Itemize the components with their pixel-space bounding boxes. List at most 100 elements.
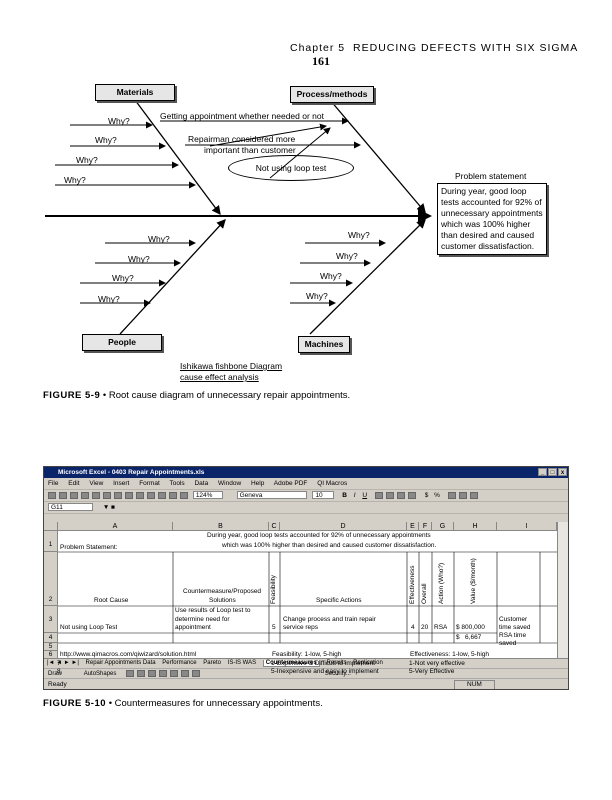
open-icon[interactable] [59, 491, 67, 499]
menu-insert[interactable]: Insert [113, 480, 130, 487]
underline-icon[interactable]: U [362, 492, 368, 499]
name-box[interactable]: G11 [48, 503, 93, 512]
zoom-select[interactable]: 124% [192, 491, 223, 500]
cell-overall-header[interactable]: Overall [421, 583, 428, 604]
tab-pareto[interactable]: Pareto [203, 660, 221, 666]
textbox-icon[interactable] [170, 669, 179, 677]
column-header[interactable]: C [269, 522, 280, 531]
align-center-icon[interactable] [385, 491, 394, 499]
tab-countermeasures[interactable]: Countermeasures [262, 660, 320, 667]
column-header[interactable]: G [432, 522, 454, 531]
menu-adobe-pdf[interactable]: Adobe PDF [273, 480, 308, 487]
fill-color-icon[interactable] [458, 491, 467, 499]
cell-problem-line2[interactable]: which was 100% higher than desired and c… [222, 542, 437, 549]
undo-icon[interactable] [147, 491, 155, 499]
cell-problem-statement-label[interactable]: Problem Statement: [60, 544, 118, 551]
column-header[interactable]: A [58, 522, 173, 531]
align-left-icon[interactable] [374, 491, 383, 499]
currency-icon[interactable]: $ [424, 492, 429, 499]
font-size-select[interactable]: 10 [312, 491, 335, 500]
tab-nav-icon[interactable]: |◄ ◄ ► ►| [47, 660, 79, 666]
cell-overall-value[interactable]: 20 [421, 624, 429, 631]
paste-icon[interactable] [136, 491, 144, 499]
cell-countermeasure-line2[interactable]: determine need for [175, 616, 230, 623]
menu-tools[interactable]: Tools [169, 480, 185, 487]
wordart-icon[interactable] [181, 669, 190, 677]
column-header[interactable]: H [454, 522, 497, 531]
column-header[interactable]: E [407, 522, 419, 531]
cell-effectiveness-value[interactable]: 4 [411, 624, 415, 631]
cell-action-who-header[interactable]: Action (Who?) [438, 562, 445, 604]
tab-performance[interactable]: Performance [162, 660, 197, 666]
save-icon[interactable] [70, 491, 78, 499]
cell-solutions-header[interactable]: Solutions [209, 597, 236, 604]
column-header[interactable]: B [173, 522, 269, 531]
column-header[interactable]: F [419, 522, 432, 531]
sort-icon[interactable] [169, 491, 177, 499]
cell-value-monthly[interactable]: $ 800,000 [456, 624, 485, 631]
cut-icon[interactable] [114, 491, 122, 499]
rectangle-icon[interactable] [148, 669, 157, 677]
cell-effectiveness-high[interactable]: 5-Very Effective [409, 668, 455, 675]
cell-problem-line1[interactable]: During year, good loop tests accounted f… [207, 532, 431, 539]
column-header[interactable]: D [280, 522, 407, 531]
cell-feasibility-value[interactable]: 5 [272, 624, 276, 631]
menu-qi-macros[interactable]: QI Macros [317, 480, 348, 487]
tab-is-is-was[interactable]: IS-IS WAS [227, 660, 257, 666]
align-right-icon[interactable] [396, 491, 405, 499]
autoshapes-menu[interactable]: AutoShapes [83, 671, 117, 677]
security-button[interactable]: Security... [324, 671, 351, 677]
menu-help[interactable]: Help [250, 480, 265, 487]
cell-note-line2[interactable]: time saved [499, 624, 531, 631]
row-header[interactable]: 7 [57, 660, 61, 667]
row-header[interactable]: 3 [44, 606, 58, 633]
cell-url[interactable]: http://www.qimacros.com/qiwizard/solutio… [60, 651, 197, 658]
tab-results[interactable]: Results [326, 660, 347, 666]
tab-repair-appointments-data[interactable]: Repair Appointments Data [85, 660, 156, 666]
row-header[interactable]: 1 [44, 531, 58, 552]
preview-icon[interactable] [92, 491, 100, 499]
menu-data[interactable]: Data [194, 480, 209, 487]
cell-note-line3[interactable]: RSA time [499, 632, 527, 639]
copy-icon[interactable] [125, 491, 133, 499]
arrow-icon[interactable] [137, 669, 146, 677]
draw-menu[interactable]: Draw [48, 671, 63, 677]
row-header[interactable]: 4 [44, 633, 58, 643]
borders-icon[interactable] [447, 491, 456, 499]
cell-effectiveness-low[interactable]: 1-Not very effective [409, 660, 465, 667]
cell-root-cause[interactable]: Not using Loop Test [60, 624, 118, 631]
menu-file[interactable]: File [48, 480, 59, 487]
maximize-icon[interactable]: □ [548, 468, 557, 476]
cell-feasibility-low[interactable]: 1-Expensive & Difficult to implement [271, 660, 375, 667]
clipart-icon[interactable] [192, 669, 201, 677]
row-header[interactable]: 5 [44, 643, 58, 651]
tab-replication[interactable]: Replication [353, 660, 383, 666]
cell-specific-actions-header[interactable]: Specific Actions [316, 597, 362, 604]
cell-root-cause-header[interactable]: Root Cause [94, 597, 129, 604]
row-header[interactable]: 2 [44, 552, 58, 606]
cell-effectiveness-header[interactable]: Effectiveness [409, 565, 416, 604]
cell-feasibility-high[interactable]: 5-Inexpensive and easy to implement [271, 668, 379, 675]
menu-format[interactable]: Format [139, 480, 160, 487]
menu-view[interactable]: View [89, 480, 104, 487]
cell-action-who-value[interactable]: RSA [434, 624, 448, 631]
oval-icon[interactable] [159, 669, 168, 677]
cell-note-line4[interactable]: saved [499, 640, 517, 647]
menu-window[interactable]: Window [218, 480, 242, 487]
cell-feasibility-legend[interactable]: Feasibility: 1-low, 5-high [272, 651, 342, 658]
cell-countermeasure-line3[interactable]: appointment [175, 624, 211, 631]
minimize-icon[interactable]: _ [538, 468, 547, 476]
chart-icon[interactable] [180, 491, 188, 499]
percent-icon[interactable]: % [434, 492, 440, 499]
cell-action-line1[interactable]: Change process and train repair [283, 616, 376, 623]
cell-countermeasure-line1[interactable]: Use results of Loop test to [175, 607, 251, 614]
font-select[interactable]: Geneva [236, 491, 307, 500]
cell-feasibility-header[interactable]: Feasibility [270, 575, 277, 604]
cell-countermeasure-header[interactable]: Countermeasure/Proposed [183, 588, 262, 595]
sum-icon[interactable] [158, 491, 166, 499]
close-icon[interactable]: x [558, 468, 567, 476]
spelling-icon[interactable] [103, 491, 111, 499]
merge-icon[interactable] [407, 491, 416, 499]
cell-value-row4[interactable]: $ 6,667 [456, 634, 482, 641]
cell-effectiveness-legend[interactable]: Effectiveness: 1-low, 5-high [410, 651, 490, 658]
